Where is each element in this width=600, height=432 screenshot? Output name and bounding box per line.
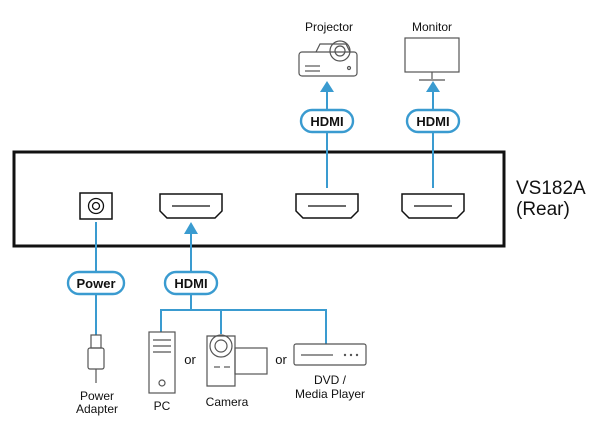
hdmi-output-badge-1: HDMI [299,108,355,134]
or-label-1: or [184,352,196,367]
power-adapter-icon [87,334,105,383]
dvd-label-line1: DVD / [314,373,347,387]
svg-text:HDMI: HDMI [416,114,449,129]
camera-icon [206,334,268,387]
hdmi-output-port-2 [401,193,465,219]
svg-text:HDMI: HDMI [310,114,343,129]
projector-label: Projector [305,20,353,34]
dvd-label-line2: Media Player [295,387,365,401]
power-adapter-label-line2: Adapter [76,402,118,416]
model-label: VS182A [516,178,586,199]
source-branch-cable [160,309,327,344]
hdmi-output-port-1 [295,193,359,219]
power-badge: Power [66,270,126,296]
hdmi-input-port [159,193,223,219]
monitor-icon [404,37,460,81]
svg-text:HDMI: HDMI [174,276,207,291]
arrow-up-icon [426,81,440,92]
dvd-player-icon [293,343,367,366]
pc-label: PC [154,399,171,413]
power-port [79,192,113,220]
hdmi-output-badge-2: HDMI [405,108,461,134]
hdmi-input-badge: HDMI [163,270,219,296]
arrow-up-icon [184,222,198,234]
monitor-label: Monitor [412,20,452,34]
view-label: (Rear) [516,199,570,220]
pc-tower-icon [148,331,176,394]
svg-text:Power: Power [76,276,115,291]
camera-label: Camera [206,395,249,409]
projector-icon [298,40,358,77]
arrow-up-icon [320,81,334,92]
power-adapter-label-line1: Power [80,389,114,403]
or-label-2: or [275,352,287,367]
